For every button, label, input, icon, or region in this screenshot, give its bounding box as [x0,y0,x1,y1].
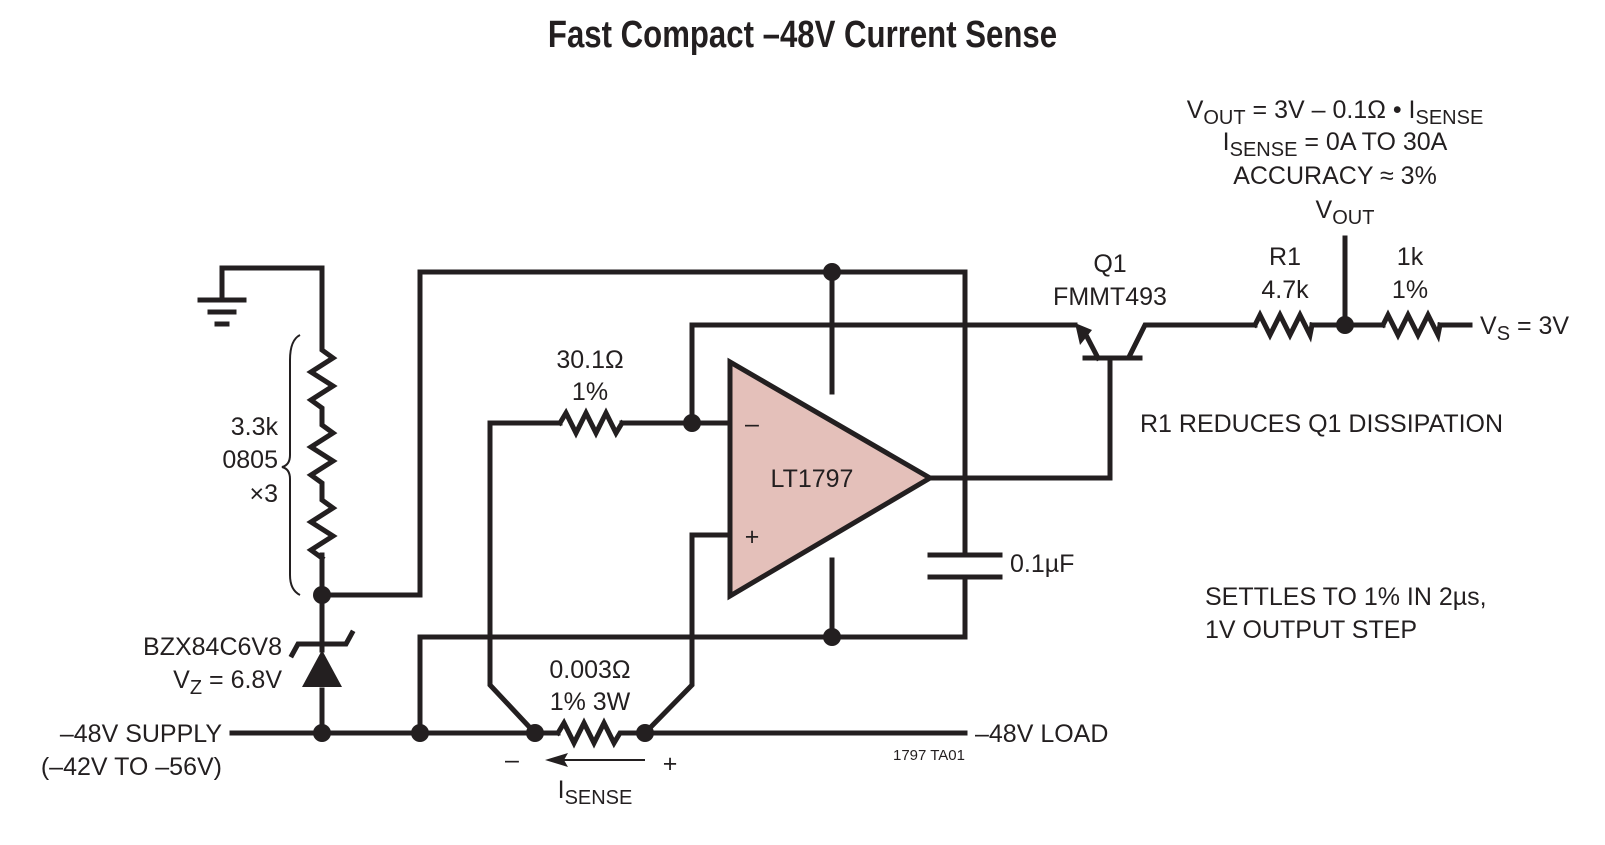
diagram-title: Fast Compact –48V Current Sense [547,14,1058,56]
sense-resistor-value: 0.003Ω [549,656,630,684]
opamp-inverting-label: – [745,410,759,438]
divider-brace [281,334,301,596]
divider-value: 3.3k [231,413,279,441]
vout-equation: VOUT = 3V – 0.1Ω • ISENSE [1187,96,1484,129]
opamp-noninverting-label: + [745,523,760,551]
q1-ref-label: Q1 [1093,250,1126,278]
zener-vz-label: VZ = 6.8V [173,666,282,699]
vout-node-label: VOUT [1316,196,1375,229]
opamp-part-label: LT1797 [771,465,854,493]
vs-label: VS = 3V [1480,312,1569,345]
gain-resistor-zigzag [556,407,626,439]
junction-dots [313,263,1354,742]
ground-icon [197,265,247,327]
r1-ref-label: R1 [1269,243,1301,271]
accuracy-note: ACCURACY ≈ 3% [1233,162,1437,190]
capacitor-icon [927,552,1003,588]
gain-resistor-tolerance: 1% [572,378,608,406]
load-label: –48V LOAD [975,720,1108,748]
load-resistor-tolerance: 1% [1392,276,1428,304]
isense-arrow-icon [545,753,645,767]
load-resistor-value: 1k [1397,243,1424,271]
divider-package: 0805 [222,446,278,474]
settle-note-line2: 1V OUTPUT STEP [1205,616,1417,644]
divider-count: ×3 [249,480,278,508]
r1-value-label: 4.7k [1261,276,1309,304]
q1-part-label: FMMT493 [1053,283,1167,311]
zener-part-label: BZX84C6V8 [143,633,282,661]
isense-range: ISENSE = 0A TO 30A [1223,128,1448,161]
zener-diode-icon [288,629,356,687]
opamp-triangle [727,357,935,601]
wires [219,235,1473,737]
load-resistor-zigzag [1379,309,1443,343]
capacitor-value: 0.1µF [1010,550,1074,578]
figure-id: 1797 TA01 [893,747,965,764]
divider-resistor-zigzag [306,342,338,562]
sense-resistor-rating: 1% 3W [550,688,631,716]
settle-note-line1: SETTLES TO 1% IN 2µs, [1205,583,1487,611]
sense-plus-label: + [663,750,678,778]
sense-minus-label: – [505,746,519,774]
isense-label: ISENSE [558,776,633,809]
supply-label: –48V SUPPLY [60,720,222,748]
r1-resistor-zigzag [1251,309,1315,343]
transistor-icon [1075,323,1143,362]
r1-note: R1 REDUCES Q1 DISSIPATION [1140,410,1503,438]
supply-range: (–42V TO –56V) [41,753,222,781]
sense-resistor-zigzag [554,717,648,749]
gain-resistor-value: 30.1Ω [556,346,623,374]
